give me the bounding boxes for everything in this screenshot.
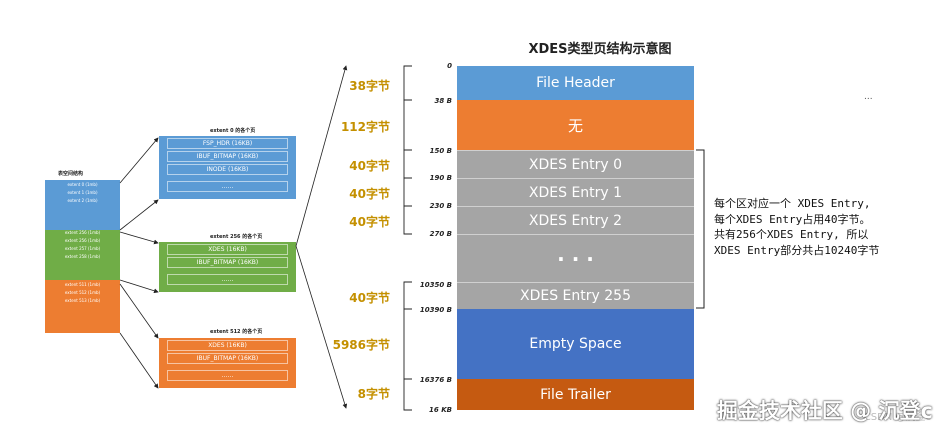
page-row: INODE (16KB) — [167, 164, 288, 175]
overview-row: extent 256 (1mb) — [64, 230, 101, 235]
xdes-ellipsis-segment: · · · — [457, 234, 694, 282]
offset-label: 16 KB — [429, 406, 452, 414]
extent-group-header: extent 0 的各个页 — [210, 128, 256, 134]
overview-column: extent 0 (1mb) extent 1 (1mb) extent 2 (… — [45, 180, 120, 333]
offset-label: 150 B — [429, 147, 452, 155]
offset-label: 190 B — [429, 174, 452, 182]
offset-label: 10390 B — [419, 306, 452, 314]
diagram-title: XDES类型页结构示意图 — [528, 42, 672, 57]
overview-row: extent 513 (1mb) — [64, 298, 101, 303]
size-label: 112字节 — [340, 120, 390, 134]
xdes-entry-0-segment: XDES Entry 0 — [457, 150, 694, 178]
juejin-watermark: 掘金技术社区 @ 沉登c — [716, 399, 933, 423]
size-label: 40字节 — [349, 291, 390, 305]
extent-group-0: FSP_HDR (16KB) IBUF_BITMAP (16KB) INODE … — [159, 136, 296, 199]
extent-group-header: extent 512 的各个页 — [210, 329, 263, 335]
size-label: 8字节 — [357, 387, 390, 401]
overview-row: extent 258 (1mb) — [64, 254, 101, 259]
xdes-entry-255-segment: XDES Entry 255 — [457, 282, 694, 309]
empty-space-segment: Empty Space — [457, 309, 694, 379]
size-label: 40字节 — [349, 187, 390, 201]
offset-label: 270 B — [429, 230, 452, 238]
size-label: 38字节 — [349, 79, 390, 93]
overview-row: extent 1 (1mb) — [67, 190, 98, 195]
offset-label: 0 — [447, 62, 452, 70]
size-label: 40字节 — [349, 215, 390, 229]
page-row: …… — [167, 370, 288, 381]
page-row: IBUF_BITMAP (16KB) — [167, 257, 288, 268]
size-label: 40字节 — [349, 159, 390, 173]
offset-label: 16376 B — [419, 376, 452, 384]
file-trailer-segment: File Trailer — [457, 379, 694, 410]
extent-group-512: XDES (16KB) IBUF_BITMAP (16KB) …… — [159, 338, 296, 388]
page-row: XDES (16KB) — [167, 244, 288, 255]
xdes-entry-1-segment: XDES Entry 1 — [457, 178, 694, 206]
page-row: IBUF_BITMAP (16KB) — [167, 151, 288, 162]
size-label: 5986字节 — [332, 338, 390, 352]
page-row: XDES (16KB) — [167, 340, 288, 351]
page-row: …… — [167, 181, 288, 192]
overview-row: extent 256 (1mb) — [64, 238, 101, 243]
ellipsis-mark: ... — [864, 92, 873, 102]
page-row: …… — [167, 274, 288, 285]
offset-label: 38 B — [434, 97, 452, 105]
page-row: FSP_HDR (16KB) — [167, 138, 288, 149]
xdes-note: 每个区对应一个 XDES Entry, 每个XDES Entry占用40字节。 … — [714, 197, 880, 257]
overview-row: extent 512 (1mb) — [64, 290, 101, 295]
offset-label: 10350 B — [419, 281, 452, 289]
unused-segment: 无 — [457, 100, 694, 150]
extent-group-256: XDES (16KB) IBUF_BITMAP (16KB) …… — [159, 242, 296, 292]
extent-group-header: extent 256 的各个页 — [210, 234, 263, 240]
xdes-entry-2-segment: XDES Entry 2 — [457, 206, 694, 234]
overview-row: extent 511 (1mb) — [64, 282, 101, 287]
file-header-segment: File Header — [457, 66, 694, 100]
overview-row: extent 0 (1mb) — [67, 182, 98, 187]
page-row: IBUF_BITMAP (16KB) — [167, 353, 288, 364]
overview-row: extent 257 (1mb) — [64, 246, 101, 251]
csdn-watermark: CSDN @沉登c — [863, 412, 931, 423]
overview-row: extent 2 (1mb) — [67, 198, 98, 203]
offset-label: 230 B — [429, 202, 452, 210]
overview-header: 表空间结构 — [58, 171, 84, 177]
